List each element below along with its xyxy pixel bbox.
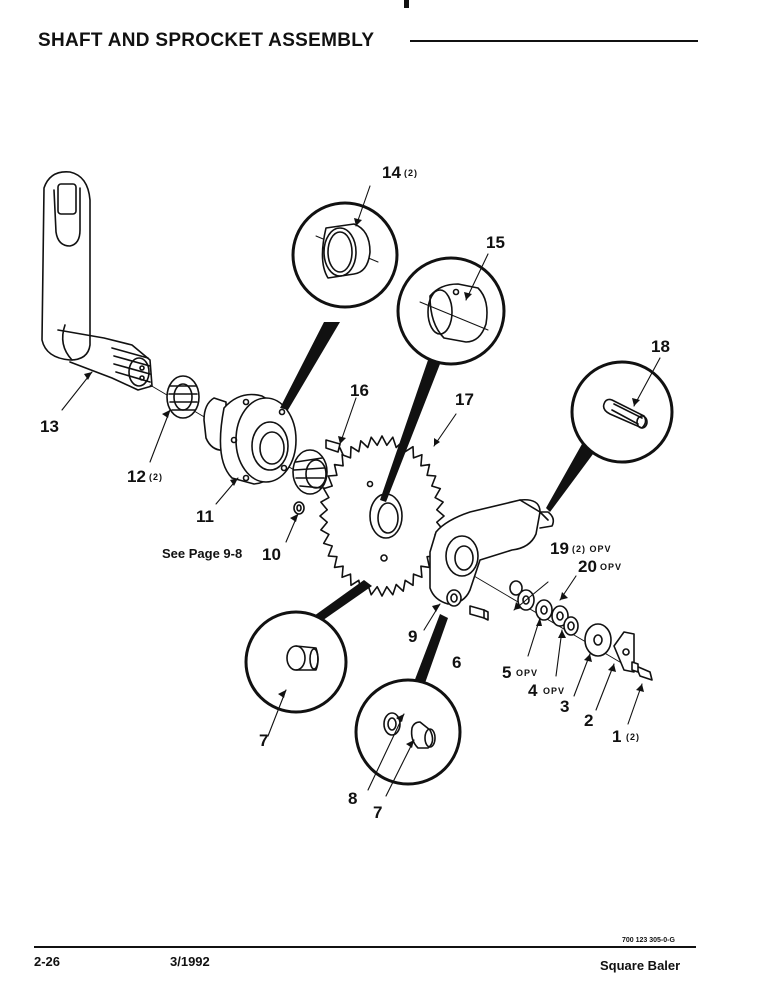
bearing-cone-part-12b xyxy=(292,449,328,495)
detail-circle-part-15 xyxy=(380,256,506,502)
leader-lines xyxy=(61,185,661,797)
callout-5: 5 xyxy=(502,663,511,682)
detail-circle-part-14 xyxy=(280,201,399,410)
callout-5-qty: OPV xyxy=(516,668,538,678)
callout-4-qty: OPV xyxy=(543,686,565,696)
callout-14-qty: (2) xyxy=(404,168,418,178)
spacer-washers-parts-4-5-19-20 xyxy=(509,580,579,636)
detail-circle-part-7b-8 xyxy=(354,614,462,786)
hub-part-11 xyxy=(203,393,297,485)
callout-14: 14 xyxy=(382,163,401,182)
bearing-cone-part-12a xyxy=(166,375,200,419)
callout-9: 9 xyxy=(408,627,417,646)
callout-17: 17 xyxy=(455,390,474,409)
callout-12-qty: (2) xyxy=(149,472,163,482)
callout-11: 11 xyxy=(196,507,214,526)
callout-16: 16 xyxy=(350,381,369,400)
crank-arm-shaft-part-13 xyxy=(41,171,153,391)
page-top-mark xyxy=(404,0,409,8)
callout-8: 8 xyxy=(348,789,357,808)
callout-4: 4 xyxy=(528,681,538,700)
callout-19-qty: (2) OPV xyxy=(572,544,612,554)
large-washer-part-3 xyxy=(584,623,612,657)
document-code: 700 123 305-0-G xyxy=(622,937,675,944)
callout-2: 2 xyxy=(584,711,593,730)
callout-6: 6 xyxy=(452,653,461,672)
cap-screw-part-1 xyxy=(631,661,653,681)
page-header: SHAFT AND SPROCKET ASSEMBLY xyxy=(0,0,772,60)
see-page-note: See Page 9-8 xyxy=(162,546,242,561)
callout-3: 3 xyxy=(560,697,569,716)
arm-bracket-part-9 xyxy=(429,498,555,607)
callout-18: 18 xyxy=(651,337,670,356)
title-rule xyxy=(410,40,698,42)
revision-date: 3/1992 xyxy=(170,954,210,969)
callout-20: 20 xyxy=(578,557,597,576)
callout-1: 1 xyxy=(612,727,621,746)
footer-rule xyxy=(34,946,696,948)
lock-plate-part-2 xyxy=(613,631,635,673)
callout-19: 19 xyxy=(550,539,569,558)
page-title: SHAFT AND SPROCKET ASSEMBLY xyxy=(38,30,375,51)
page-number: 2-26 xyxy=(34,954,61,969)
callout-7b: 7 xyxy=(373,803,382,822)
callout-12: 12 xyxy=(127,467,146,486)
callout-10: 10 xyxy=(262,545,281,564)
callout-15: 15 xyxy=(486,233,505,252)
callout-13: 13 xyxy=(40,417,59,436)
callout-1-qty: (2) xyxy=(626,732,640,742)
callout-20-qty: OPV xyxy=(600,562,622,572)
detail-circle-part-18 xyxy=(546,360,674,512)
callout-7a: 7 xyxy=(259,731,268,750)
callout-labels: 13 12 (2) 11 See Page 9-8 10 16 17 14 (2… xyxy=(40,163,670,822)
detail-circle-part-7a xyxy=(244,580,372,714)
washer-part-10 xyxy=(293,501,305,515)
sprocket-part-17 xyxy=(319,435,445,597)
bolt-part-6 xyxy=(469,605,489,621)
product-name: Square Baler xyxy=(600,958,681,973)
